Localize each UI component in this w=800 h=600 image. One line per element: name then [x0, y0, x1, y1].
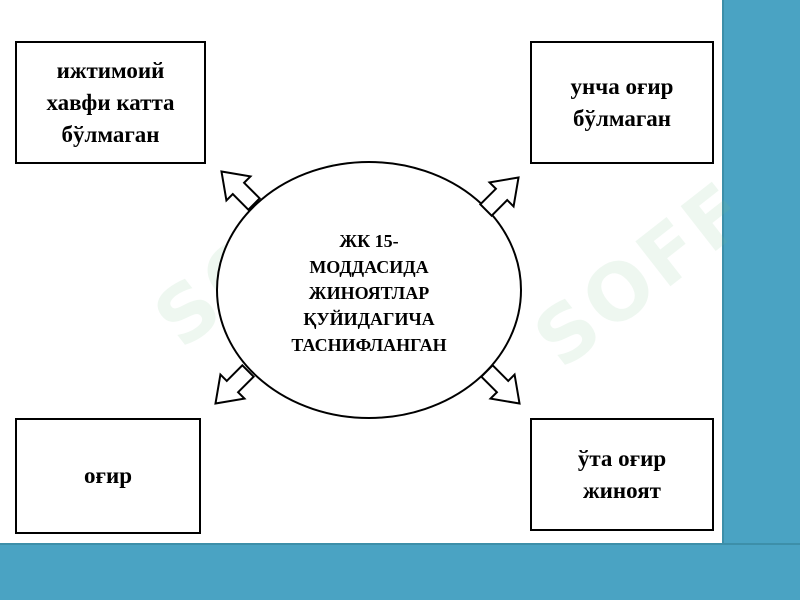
- arrow-top-right: [478, 176, 520, 218]
- box-top-right: унча оғир бўлмаган: [530, 41, 714, 164]
- box-line: унча оғир: [570, 73, 674, 99]
- right-accent-bar: [722, 0, 800, 600]
- center-label: ЖК 15- МОДДАСИДА ЖИНОЯТЛАР ҚУЙИДАГИЧА ТА…: [262, 228, 476, 358]
- box-line: хавфи катта: [46, 89, 175, 115]
- box-bottom-right: ўта оғир жиноят: [530, 418, 714, 531]
- box-line: бўлмаган: [61, 121, 160, 147]
- center-line: ЖИНОЯТЛАР: [308, 283, 430, 303]
- arrow-bottom-left: [214, 363, 256, 405]
- bottom-accent-bar: [0, 543, 800, 600]
- box-bottom-left: оғир: [15, 418, 201, 534]
- box-line: жиноят: [583, 477, 661, 503]
- center-line: ТАСНИФЛАНГАН: [291, 335, 447, 355]
- arrow-bottom-right: [479, 363, 521, 405]
- box-line: оғир: [84, 463, 132, 488]
- arrow-top-left: [220, 170, 262, 212]
- center-line: МОДДАСИДА: [309, 257, 429, 277]
- box-line: ижтимоий: [56, 57, 165, 83]
- box-top-left: ижтимоий хавфи катта бўлмаган: [15, 41, 206, 164]
- center-ellipse: [216, 161, 522, 419]
- box-line: бўлмаган: [572, 105, 672, 131]
- center-line: ҚУЙИДАГИЧА: [303, 309, 435, 329]
- center-line: ЖК 15-: [339, 231, 399, 251]
- arrows: [214, 170, 521, 405]
- box-line: ўта оғир: [577, 445, 667, 471]
